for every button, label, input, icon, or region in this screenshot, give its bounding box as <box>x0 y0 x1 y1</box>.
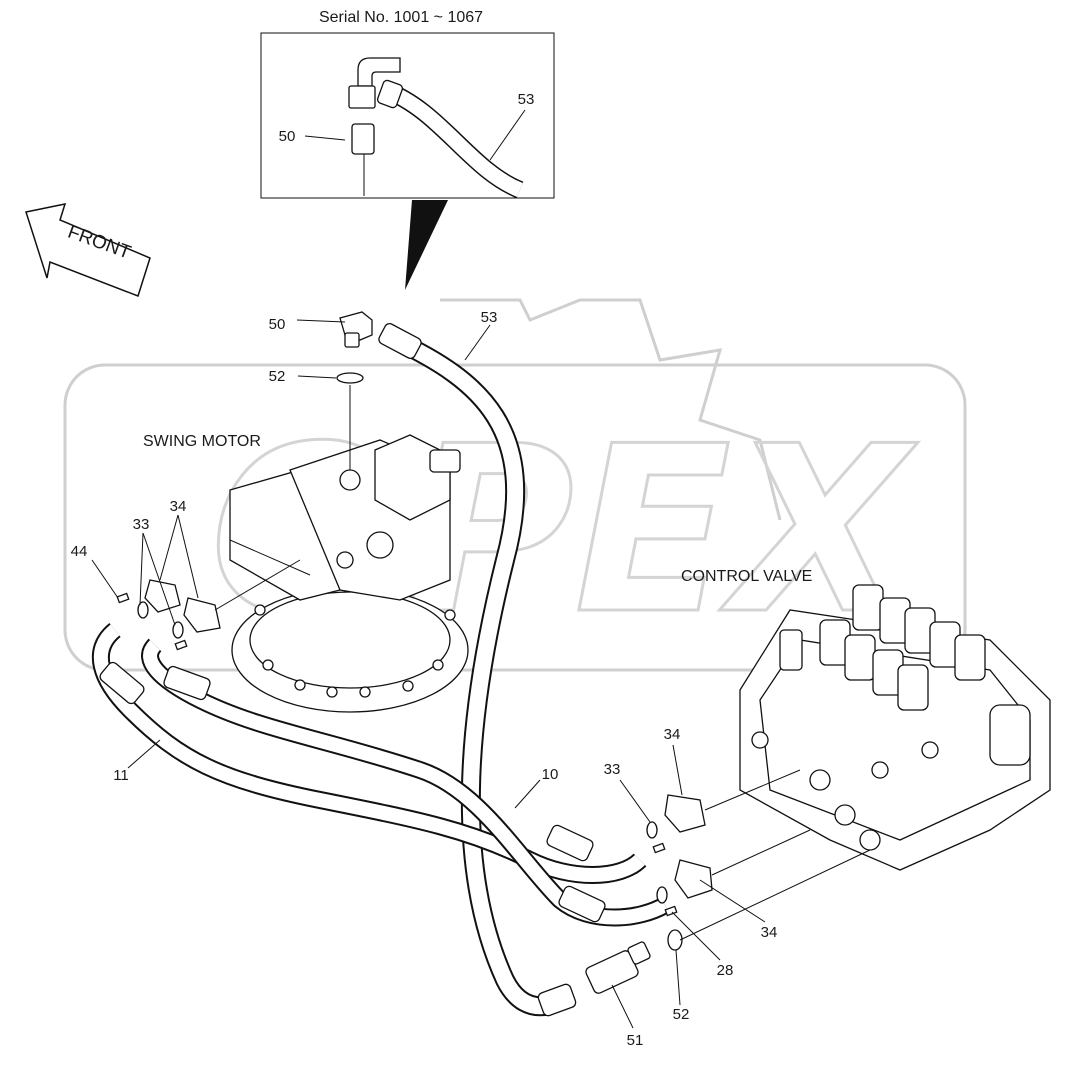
right-flange-set <box>646 769 871 951</box>
swing-motor-label: SWING MOTOR <box>143 433 261 450</box>
hose-11 <box>91 622 647 884</box>
callout-51: 51 <box>627 1032 644 1049</box>
callout-11: 11 <box>113 767 129 784</box>
inset-serial: Serial No. 1001 ~ 1067 50 53 <box>260 9 555 199</box>
callout-50: 50 <box>269 316 286 333</box>
inset-pointer <box>405 200 448 290</box>
callout-34-upper: 34 <box>664 726 681 743</box>
swing-motor: SWING MOTOR <box>143 385 469 713</box>
hose-53 <box>378 323 577 1017</box>
callout-44: 44 <box>71 543 88 560</box>
control-valve: CONTROL VALVE <box>681 568 1051 871</box>
front-arrow: FRONT <box>25 203 151 297</box>
callout-34-left: 34 <box>170 498 187 515</box>
callout-53: 53 <box>481 309 498 326</box>
hose-10 <box>141 638 670 927</box>
callout-52-bottom: 52 <box>673 1006 690 1023</box>
inset-title: Serial No. 1001 ~ 1067 <box>319 9 483 26</box>
callout-10: 10 <box>542 766 559 783</box>
callout-52-top: 52 <box>269 368 286 385</box>
control-valve-label: CONTROL VALVE <box>681 568 812 585</box>
callout-50-inset: 50 <box>279 128 296 145</box>
callout-34-lower: 34 <box>761 924 778 941</box>
fitting-50 <box>339 311 373 348</box>
callout-33-right: 33 <box>604 761 621 778</box>
leader-lines <box>91 319 766 1029</box>
callouts: 50 53 52 34 33 44 11 10 33 34 34 28 52 5… <box>71 309 778 1049</box>
fitting-51 <box>585 941 651 994</box>
callout-28: 28 <box>717 962 734 979</box>
callout-53-inset: 53 <box>518 91 535 108</box>
o-ring-52-top <box>336 372 364 384</box>
callout-33-left: 33 <box>133 516 150 533</box>
left-flange-set <box>116 539 311 651</box>
